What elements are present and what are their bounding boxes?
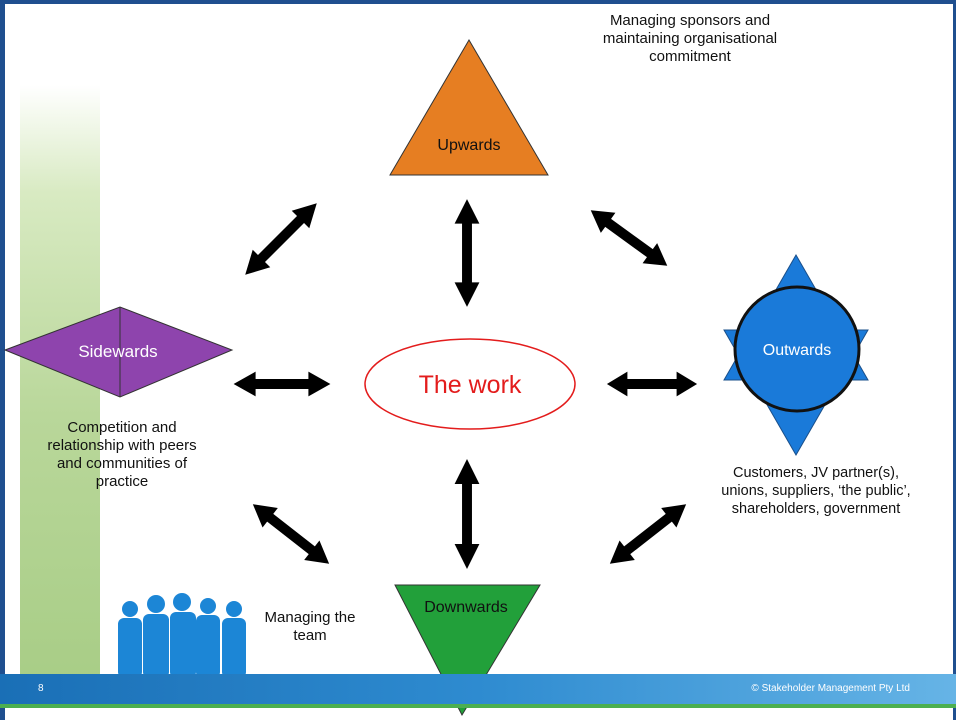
downwards-annotation-line: Managing the [264, 609, 356, 626]
downwards-annotation: Managing the team [250, 609, 370, 645]
outwards-circle [733, 285, 861, 413]
downwards-triangle [394, 584, 541, 717]
outwards-annotation-line: unions, suppliers, ‘the public’, [721, 483, 911, 499]
sidewards-annotation-line: practice [95, 473, 149, 490]
frame-top-border [0, 0, 956, 4]
sidewards-annotation-line: and communities of [56, 455, 188, 472]
outwards-annotation: Customers, JV partner(s), unions, suppli… [680, 464, 952, 518]
sidewards-diamond [3, 306, 234, 398]
arrow-lower-left [245, 494, 337, 574]
upwards-annotation-line: maintaining organisational [602, 30, 778, 47]
upwards-annotation-line: Managing sponsors and [609, 12, 771, 29]
arrow-down-vertical [454, 459, 480, 569]
copyright-text: © Stakeholder Management Pty Ltd [751, 683, 910, 694]
arrow-upper-left [236, 194, 326, 284]
sidewards-label: Sidewards [78, 342, 157, 361]
page-number: 8 [38, 683, 44, 694]
outwards-annotation-line: Customers, JV partner(s), [733, 465, 899, 481]
sidewards-annotation-line: Competition and [67, 419, 177, 436]
sidewards-annotation-line: relationship with peers [47, 437, 197, 454]
the-work-label: The work [419, 371, 522, 399]
upwards-annotation: Managing sponsors and maintaining organi… [560, 12, 820, 66]
downwards-label: Downwards [424, 599, 508, 616]
people-silhouette-icon [118, 593, 246, 678]
arrow-upper-right [583, 200, 675, 276]
frame-right-border [953, 0, 956, 720]
upwards-triangle [389, 39, 549, 176]
footer-green-line [0, 704, 956, 708]
sidewards-annotation: Competition and relationship with peers … [12, 419, 232, 491]
the-work-ellipse [364, 338, 576, 430]
upwards-label: Upwards [437, 137, 500, 154]
upwards-annotation-line: commitment [649, 48, 731, 65]
frame-left-border [0, 0, 5, 720]
arrow-left-horizontal [233, 371, 331, 397]
outwards-label: Outwards [763, 342, 831, 359]
downwards-annotation-line: team [293, 627, 327, 644]
arrow-up-vertical [454, 199, 480, 307]
decorative-green-strip [20, 85, 100, 685]
footer-bar [0, 674, 956, 704]
arrow-right-horizontal [606, 371, 698, 397]
outwards-annotation-line: shareholders, government [731, 501, 901, 517]
